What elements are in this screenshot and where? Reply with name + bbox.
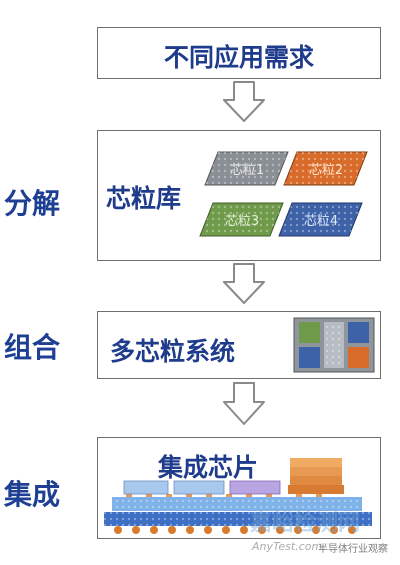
chiplet-library-label: 芯粒库	[106, 184, 182, 213]
chiplet-4-label: 芯粒4	[304, 214, 338, 229]
combine-label: 组合	[4, 331, 61, 364]
watermark-source: 半导体行业观察	[318, 544, 388, 555]
multi-chiplet-thumbnail	[293, 317, 375, 373]
watermark-sub: AnyTest.com	[252, 540, 323, 553]
chiplet-2-tile	[283, 151, 368, 186]
chiplet-2-label: 芯粒2	[309, 163, 343, 178]
chiplet-3-tile	[199, 202, 284, 237]
watermark-main: 嘉峪检测网	[250, 511, 361, 536]
chiplet-1-label: 芯粒1	[230, 163, 264, 178]
integrate-label: 集成	[4, 478, 61, 511]
decompose-label: 分解	[4, 187, 61, 220]
multi-chiplet-system-label: 多芯粒系统	[110, 337, 236, 366]
demand-label: 不同应用需求	[163, 43, 314, 72]
down-arrow-1	[223, 81, 265, 122]
down-arrow-3	[223, 382, 265, 425]
chiplet-1-tile	[204, 151, 289, 186]
down-arrow-2	[223, 263, 265, 304]
demand-box: 不同应用需求	[97, 27, 381, 79]
integrated-chip-stack	[104, 458, 372, 534]
chiplet-4-tile	[278, 202, 363, 237]
integrated-chip-label: 集成芯片	[158, 453, 259, 482]
chiplet-3-label: 芯粒3	[225, 214, 259, 229]
